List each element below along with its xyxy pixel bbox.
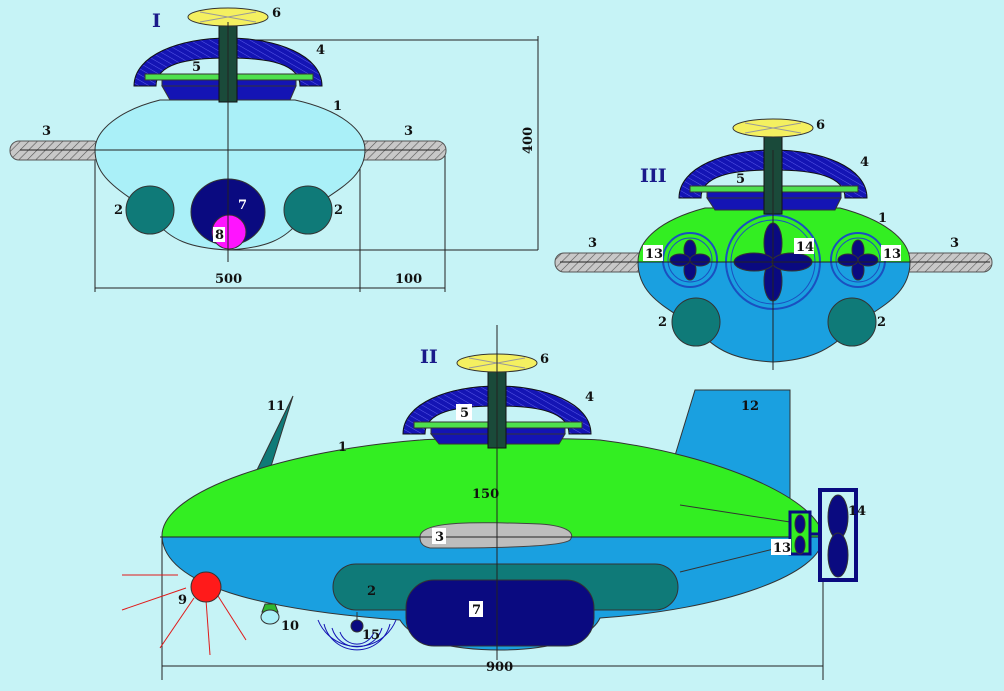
callout-platform-iii: 5 — [736, 172, 745, 187]
callout-lamp-side: 9 — [178, 593, 187, 608]
dim-front-width: 500 — [215, 272, 242, 287]
ballonet-right-iii — [827, 297, 877, 347]
callout-fin-side: 12 — [741, 399, 759, 414]
canopy-iii — [678, 149, 868, 199]
front-dimension-lines — [94, 36, 539, 292]
ballonet-left-iii — [671, 297, 721, 347]
callout-main-prop-iii: 14 — [796, 240, 814, 255]
callout-platform-side: 5 — [460, 406, 469, 421]
wing-side — [419, 522, 573, 549]
callout-small-prop-side: 13 — [773, 541, 791, 556]
callout-wing-right-front: 3 — [404, 124, 413, 139]
view-front-props: III 6 4 5 1 3 3 13 13 14 2 2 — [554, 118, 993, 370]
lamp-rays — [121, 574, 247, 656]
callout-hull-front: 1 — [333, 99, 342, 114]
callout-platform-front: 5 — [192, 60, 201, 75]
lamp — [190, 571, 222, 603]
callout-canopy-front: 4 — [316, 43, 325, 58]
callout-ballonet-right-iii: 2 — [877, 315, 886, 330]
small-prop-right-iii — [837, 239, 879, 281]
callout-hull-side: 1 — [338, 440, 347, 455]
callout-wing-side: 3 — [435, 530, 444, 545]
callout-canopy-iii: 4 — [860, 155, 869, 170]
callout-camera-front: 8 — [215, 228, 224, 243]
dim-side-length: 900 — [486, 660, 513, 675]
ballonet-left — [125, 185, 175, 235]
view-label-front-props: III — [640, 165, 667, 187]
callout-rotor-front: 6 — [272, 6, 281, 21]
small-prop-left-iii — [669, 239, 711, 281]
callout-sonar-side: 15 — [362, 628, 380, 643]
callout-ballonet-left-front: 2 — [114, 203, 123, 218]
callout-canopy-side: 4 — [585, 390, 594, 405]
ballonet-right — [283, 185, 333, 235]
gondola-side — [405, 579, 595, 647]
callout-ballonet-left-iii: 2 — [658, 315, 667, 330]
canopy-front — [133, 37, 323, 87]
dim-front-wing: 100 — [395, 272, 422, 287]
callout-wing-left-front: 3 — [42, 124, 51, 139]
dim-front-height: 400 — [521, 127, 536, 154]
callout-wing-right-iii: 3 — [950, 236, 959, 251]
dim-side-wing: 150 — [472, 487, 499, 502]
callout-sensor-side: 10 — [281, 619, 299, 634]
callout-small-prop-left-iii: 13 — [645, 247, 663, 262]
small-prop-lower-side — [794, 535, 806, 555]
callout-main-prop-side: 14 — [848, 504, 866, 519]
view-label-side: II — [420, 346, 438, 368]
callout-wing-left-iii: 3 — [588, 236, 597, 251]
main-prop-lower-side — [827, 532, 849, 578]
callout-gondola-front: 7 — [238, 198, 247, 213]
view-label-front: I — [152, 10, 161, 32]
callout-antenna-side: 11 — [267, 399, 285, 414]
callout-small-prop-right-iii: 13 — [883, 247, 901, 262]
view-side: II 6 4 5 11 1 12 150 3 2 7 14 13 9 10 15… — [121, 325, 866, 680]
sonar-waves — [317, 619, 397, 651]
hull-top-side — [161, 438, 824, 537]
callout-ballonet-right-front: 2 — [334, 203, 343, 218]
main-prop-upper-side — [827, 494, 849, 540]
callout-gondola-side: 7 — [472, 603, 481, 618]
callout-rotor-iii: 6 — [816, 118, 825, 133]
callout-ballonet-side: 2 — [367, 584, 376, 599]
callout-hull-iii: 1 — [878, 211, 887, 226]
view-front: I 6 4 5 1 3 3 2 2 7 8 500 100 400 — [9, 6, 539, 292]
callout-rotor-side: 6 — [540, 352, 549, 367]
small-prop-upper-side — [794, 514, 806, 534]
